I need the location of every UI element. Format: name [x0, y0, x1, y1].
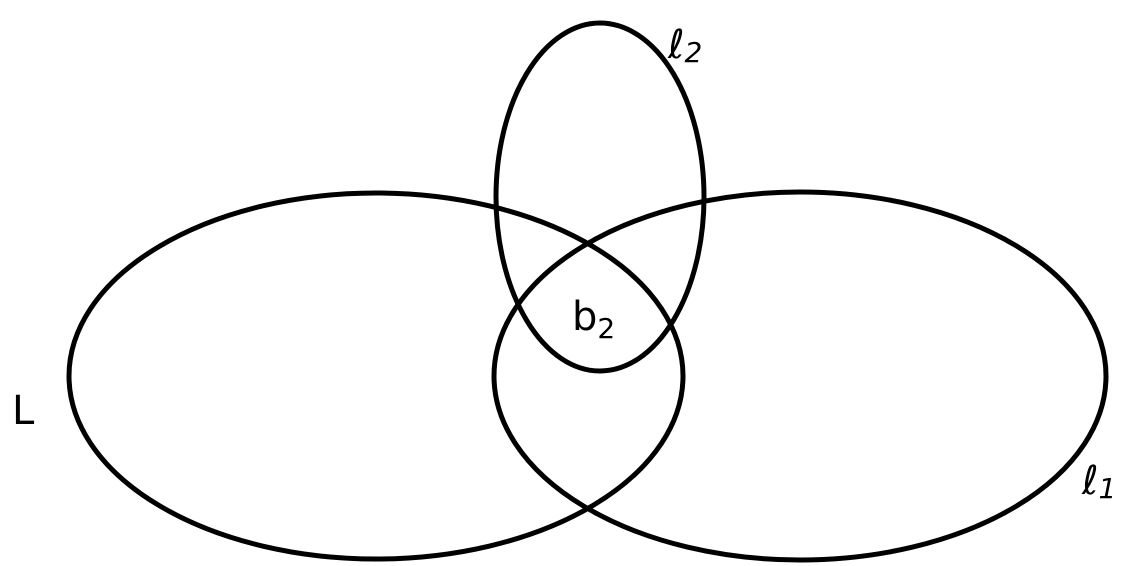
set-l1-ellipse — [491, 189, 1109, 563]
intersection-label-b2: b2 — [572, 294, 615, 345]
intersection-subscript: 2 — [597, 312, 615, 345]
set-l1-subscript: 1 — [1099, 472, 1117, 505]
intersection-letter: b — [572, 294, 597, 340]
set-l1-letter: ℓ — [1081, 458, 1099, 504]
set-l2-subscript: 2 — [685, 36, 703, 69]
set-l2-ellipse — [493, 20, 707, 374]
set-L-ellipse — [66, 190, 686, 562]
set-L-label: L — [12, 388, 35, 434]
set-l2-label: ℓ2 — [667, 22, 702, 69]
set-l1-label: ℓ1 — [1081, 458, 1116, 505]
set-l2-letter: ℓ — [667, 22, 685, 68]
